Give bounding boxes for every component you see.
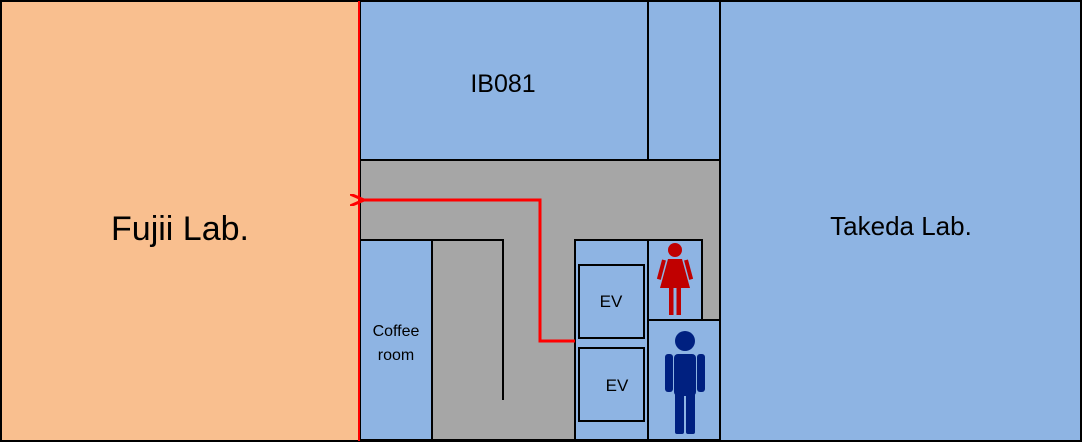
coffee-room-label-line2: room — [378, 347, 414, 364]
coffee-room-label-line1: Coffee — [373, 323, 420, 340]
elevator-lower-label: EV — [606, 376, 629, 395]
fujii-lab-label: Fujii Lab. — [111, 210, 249, 248]
male-restroom-icon — [665, 331, 705, 434]
elevator-upper — [578, 264, 645, 339]
takeda-lab-room — [719, 0, 1082, 442]
female-restroom-icon — [656, 243, 694, 315]
coffee-room — [359, 239, 433, 441]
fujii-lab-room — [0, 0, 360, 442]
route-arrow — [362, 200, 575, 343]
ib081-label: IB081 — [470, 70, 535, 98]
elevator-lower — [578, 347, 645, 422]
narrow-room — [647, 0, 721, 161]
elevator-upper-label: EV — [600, 292, 623, 311]
corridor-wall — [432, 239, 504, 400]
ib081-room — [359, 0, 649, 161]
takeda-lab-label: Takeda Lab. — [830, 211, 972, 241]
